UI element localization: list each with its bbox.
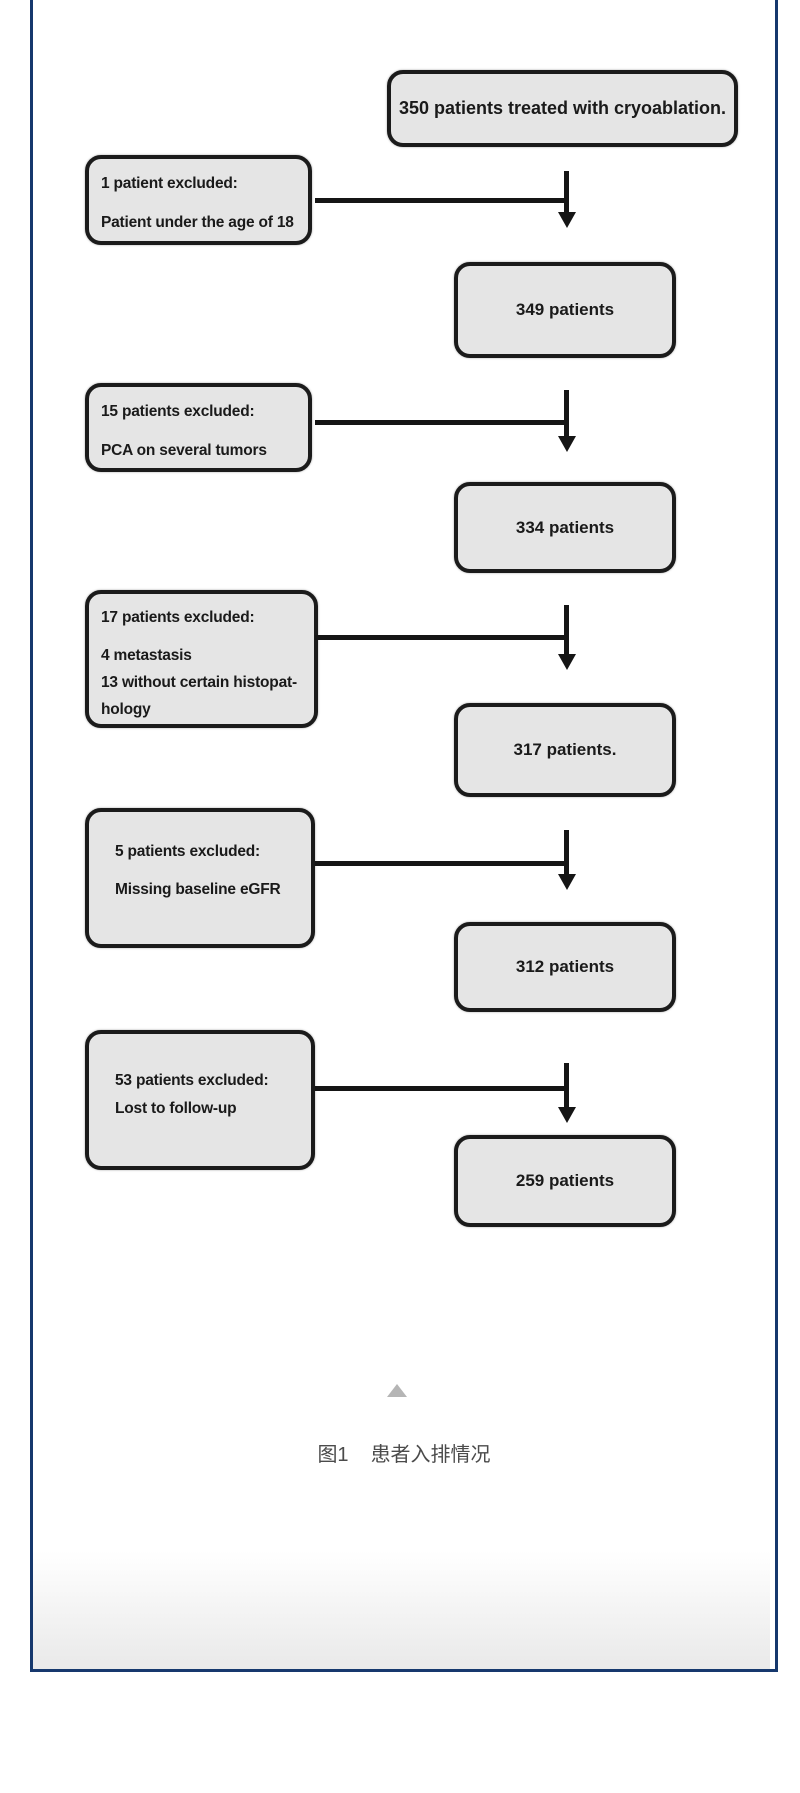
flow-box-start: 350 patients treated with cryoablation. [387, 70, 738, 147]
exclusion-box-2: 15 patients excluded: PCA on several tum… [85, 383, 312, 472]
connector-line-1 [315, 198, 569, 203]
flow-box-312-label: 312 patients [515, 957, 615, 976]
exclusion-box-1: 1 patient excluded: Patient under the ag… [85, 155, 312, 245]
flow-box-334-label: 334 patients [515, 517, 615, 537]
exclusion-box-3-line1: 17 patients excluded: [101, 609, 255, 626]
flow-box-312: 312 patients [454, 922, 676, 1012]
arrow-down-icon [558, 212, 576, 228]
arrow-line-5 [564, 1063, 569, 1108]
arrow-down-icon [558, 1107, 576, 1123]
connector-line-4 [315, 861, 569, 866]
exclusion-box-5-line2: Lost to follow-up [115, 1100, 237, 1117]
exclusion-box-2-line1: 15 patients excluded: [101, 403, 255, 420]
flow-box-259: 259 patients [454, 1135, 676, 1227]
arrow-down-icon [558, 654, 576, 670]
exclusion-box-2-line2: PCA on several tumors [101, 442, 267, 459]
arrow-down-icon [558, 436, 576, 452]
arrow-line-1 [564, 171, 569, 214]
exclusion-box-4-line1: 5 patients excluded: [115, 843, 261, 860]
arrow-line-2 [564, 390, 569, 438]
flow-box-349-label: 349 patients [515, 300, 615, 319]
figure-image[interactable]: 350 patients treated with cryoablation. … [33, 0, 775, 1360]
exclusion-box-3-line2: 4 metastasis [101, 647, 192, 664]
figure-caption-title: 患者入排情况 [370, 1444, 491, 1466]
figure-caption: 图1 患者入排情况 [33, 1441, 775, 1469]
exclusion-box-4-line2: Missing baseline eGFR [115, 881, 281, 898]
exclusion-box-1-line1: 1 patient excluded: [101, 175, 238, 192]
exclusion-box-1-line2: Patient under the age of 18 [101, 214, 294, 231]
exclusion-box-3: 17 patients excluded: 4 metastasis 13 wi… [85, 590, 318, 728]
flow-box-317: 317 patients. [454, 703, 676, 797]
flow-box-334: 334 patients [454, 482, 676, 573]
arrow-line-3 [564, 605, 569, 655]
flow-box-349: 349 patients [454, 262, 676, 358]
connector-line-5 [315, 1086, 569, 1091]
flow-box-start-label: 350 patients treated with cryoablation. [398, 98, 727, 118]
exclusion-box-5: 53 patients excluded: Lost to follow-up [85, 1030, 315, 1170]
article-frame: 350 patients treated with cryoablation. … [30, 0, 778, 1672]
exclusion-box-4: 5 patients excluded: Missing baseline eG… [85, 808, 315, 948]
exclusion-box-3-line3: 13 without certain histopat- [101, 674, 297, 691]
connector-line-2 [315, 420, 569, 425]
figure-caption-label: 图1 [317, 1444, 349, 1466]
arrow-down-icon [558, 874, 576, 890]
bottom-gradient [33, 1551, 770, 1669]
collapse-figure-triangle-icon[interactable] [387, 1384, 407, 1397]
flow-box-317-label: 317 patients. [513, 740, 617, 759]
exclusion-box-3-line4: hology [101, 701, 151, 718]
connector-line-3 [315, 635, 569, 640]
arrow-line-4 [564, 830, 569, 875]
exclusion-box-5-line1: 53 patients excluded: [115, 1072, 269, 1089]
flow-box-259-label: 259 patients [515, 1171, 615, 1190]
